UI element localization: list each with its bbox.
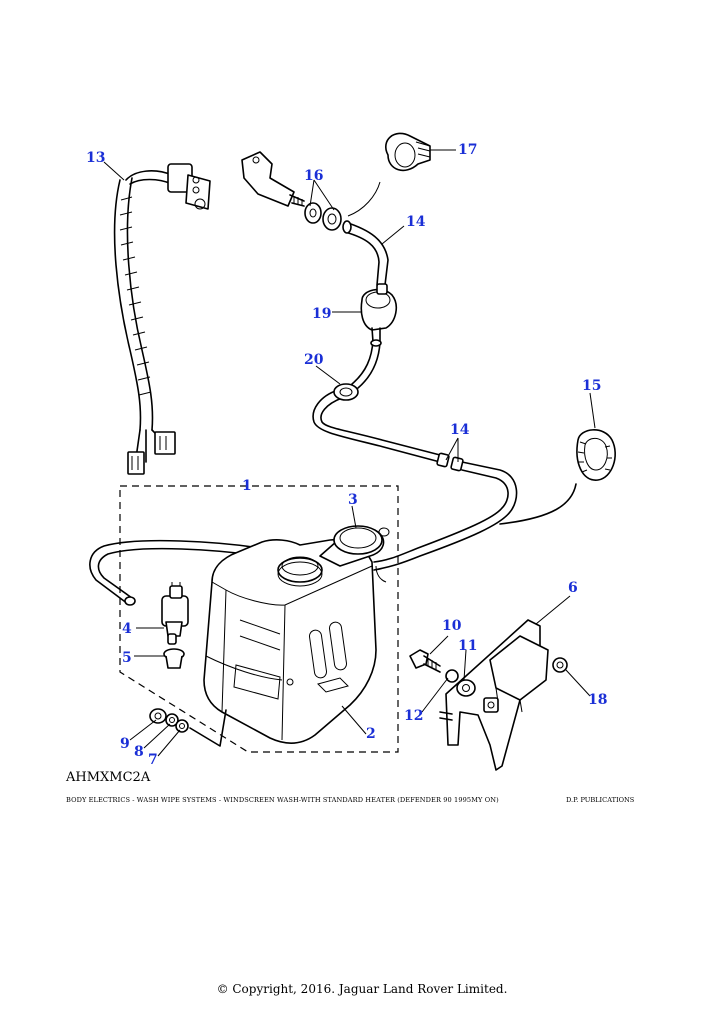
filler-cap: [277, 525, 390, 587]
callout-14-upper: 14: [406, 214, 426, 230]
non-return-valve: [360, 283, 398, 347]
wiring-harness: [113, 163, 211, 475]
kit-outline: [119, 485, 399, 753]
callout-16: 16: [304, 168, 323, 184]
publisher-label: D.P. PUBLICATIONS: [566, 796, 635, 804]
grommet: [333, 383, 359, 401]
callout-20: 20: [304, 352, 324, 368]
callout-18: 18: [588, 692, 607, 708]
callout-9: 9: [120, 736, 130, 752]
callout-3: 3: [348, 492, 358, 508]
callout-5: 5: [122, 650, 132, 666]
diagram-reference-code: AHMXMC2A: [66, 770, 151, 785]
washer-jet-assembly: [241, 132, 431, 231]
callout-labels: 13 16 17 14 19 20 15 14 1 3 6 4 10 11 5 …: [86, 142, 607, 768]
mounting-bracket: [439, 619, 568, 771]
pump-grommet: [163, 648, 185, 669]
callout-13: 13: [86, 150, 105, 166]
callout-17: 17: [458, 142, 477, 158]
callout-11: 11: [458, 638, 477, 654]
callout-15: 15: [582, 378, 601, 394]
callout-12: 12: [404, 708, 423, 724]
callout-19: 19: [312, 306, 331, 322]
retaining-strap: [499, 429, 616, 525]
callout-7: 7: [148, 752, 158, 768]
callout-4: 4: [122, 621, 132, 637]
callout-8: 8: [134, 744, 144, 760]
diagram-caption: BODY ELECTRICS - WASH WIPE SYSTEMS - WIN…: [66, 796, 499, 804]
callout-1: 1: [242, 478, 252, 494]
washer-pump: [161, 582, 189, 645]
callout-10: 10: [442, 618, 462, 634]
callout-6: 6: [568, 580, 578, 596]
callout-14-lower: 14: [450, 422, 470, 438]
leader-lines: [103, 149, 596, 757]
nut-and-washers: [149, 708, 227, 747]
washer-reservoir: [203, 538, 377, 745]
copyright-notice: © Copyright, 2016. Jaguar Land Rover Lim…: [216, 982, 508, 996]
callout-2: 2: [366, 726, 376, 742]
bracket-fixings: [409, 649, 476, 697]
